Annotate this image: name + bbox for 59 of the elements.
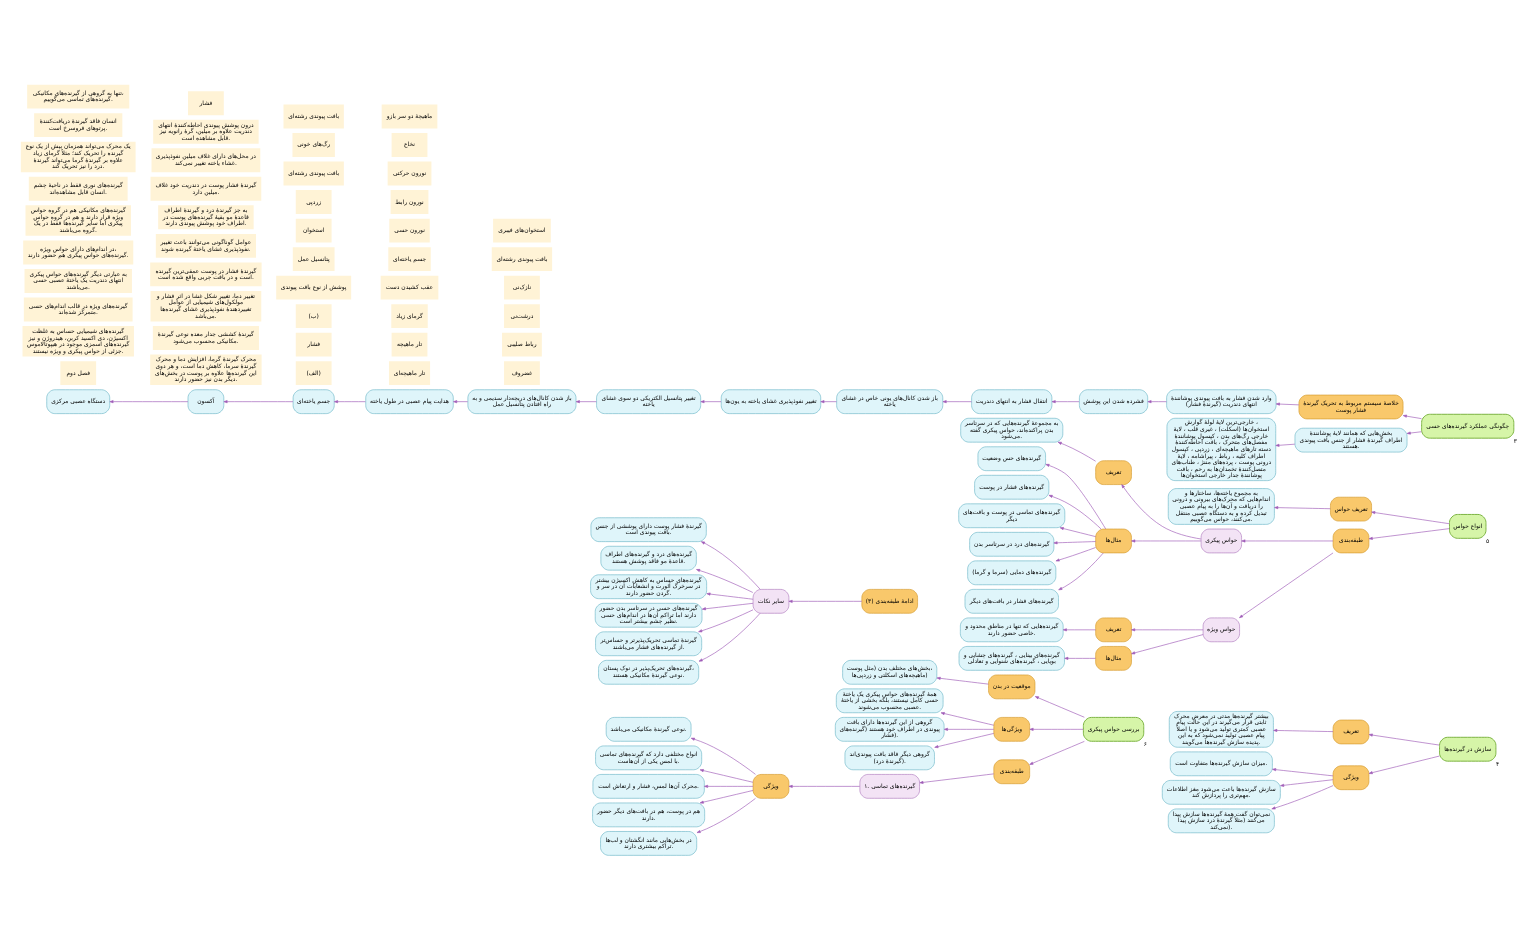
arrow [933, 733, 994, 749]
arrow [1052, 541, 1095, 545]
arrow [1028, 741, 1084, 765]
arrow [1367, 733, 1439, 746]
arrow [699, 400, 721, 404]
arrow [1058, 527, 1095, 537]
arrow [787, 784, 860, 788]
arrow [1367, 528, 1449, 540]
arrow [1370, 511, 1449, 525]
arrow [1279, 779, 1333, 787]
arrow [1238, 552, 1333, 619]
arrow [1146, 400, 1166, 404]
arrow [1061, 628, 1095, 632]
arrow [695, 798, 755, 833]
arrow [1054, 547, 1095, 562]
arrow [787, 599, 862, 603]
arrow [1240, 539, 1333, 543]
arrow [689, 737, 755, 775]
arrow [222, 400, 293, 404]
arrow [452, 400, 467, 404]
arrow [941, 400, 971, 404]
arrow [1273, 506, 1330, 510]
arrow [939, 712, 994, 726]
arrow [333, 400, 365, 404]
arrow [1367, 755, 1439, 775]
arrow [1033, 696, 1084, 718]
arrow [918, 773, 994, 784]
arrow [697, 612, 760, 662]
arrow [1056, 441, 1095, 462]
arrow [698, 769, 753, 783]
arrow [819, 400, 836, 404]
arrow [1050, 400, 1079, 404]
arrow [1057, 552, 1103, 591]
arrow [698, 790, 753, 804]
arrow [1130, 539, 1201, 543]
arrow [1270, 785, 1333, 810]
arrow [1274, 402, 1299, 406]
arrow [1401, 414, 1421, 419]
arrow [1274, 443, 1295, 447]
arrow [108, 400, 188, 404]
arrow [700, 603, 753, 611]
arrow [695, 569, 753, 593]
arrow [1120, 484, 1201, 540]
arrow [700, 541, 760, 590]
arrow [574, 400, 596, 404]
arrow [1044, 464, 1105, 530]
arrow [703, 784, 753, 788]
arrow [1405, 431, 1421, 435]
arrow [1272, 728, 1333, 732]
arrow [697, 609, 753, 633]
arrow [705, 592, 753, 600]
arrow [1271, 768, 1333, 777]
arrow [942, 727, 994, 731]
arrow [935, 676, 988, 685]
arrow [1028, 727, 1083, 731]
arrow [1047, 494, 1101, 530]
arrow [1130, 628, 1203, 632]
arrow [1130, 634, 1203, 655]
arrow [1063, 656, 1095, 660]
